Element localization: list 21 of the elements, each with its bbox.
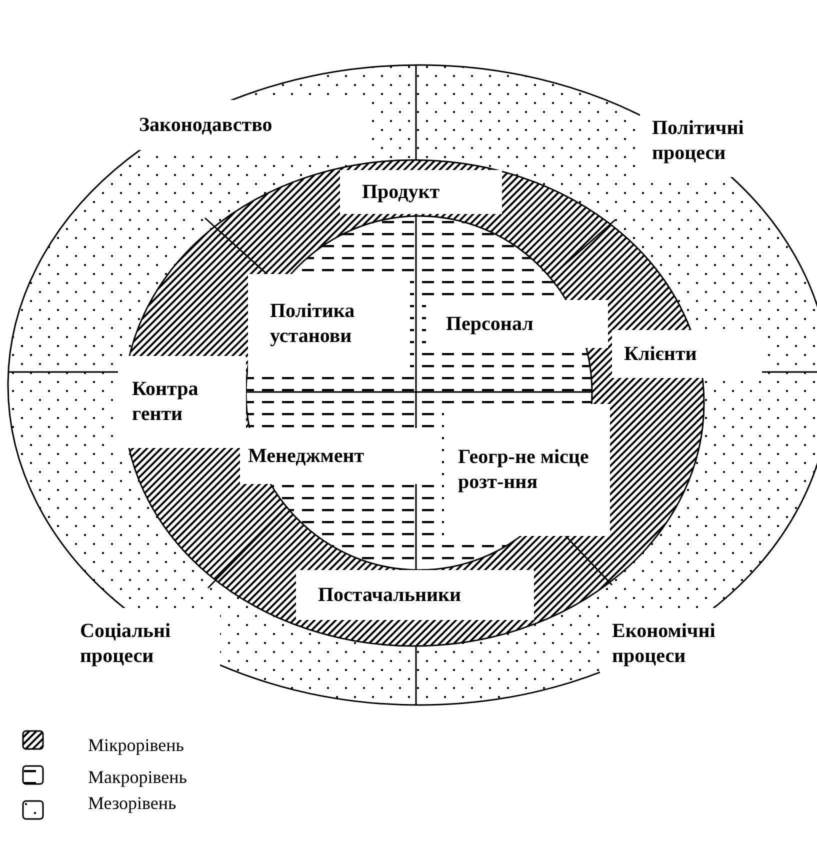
label-patch xyxy=(612,330,762,378)
node-label: Постачальники xyxy=(318,582,462,608)
node-label: Соціальні процеси xyxy=(80,619,172,669)
legend-label: Макрорівень xyxy=(88,767,187,788)
label-patch xyxy=(444,404,610,536)
node-label: Політика установи xyxy=(270,299,356,349)
label-patch xyxy=(340,170,502,214)
legend-label: Мезорівень xyxy=(88,793,176,814)
node-label: Політичні процеси xyxy=(652,116,745,166)
label-patch xyxy=(118,356,246,448)
label-patch xyxy=(296,570,534,620)
node-label: Клієнти xyxy=(624,342,697,366)
node-label: Продукт xyxy=(362,180,440,204)
node-label: Контра генти xyxy=(132,377,200,427)
node-label: Геогр-не місце розт-ння xyxy=(458,445,590,495)
node-label: Економічні процеси xyxy=(612,619,716,669)
node-label: Персонал xyxy=(446,312,534,336)
node-label: Менеджмент xyxy=(248,444,364,468)
label-patch xyxy=(248,274,410,374)
node-label: Законодавство xyxy=(139,112,272,138)
legend-label: Мікрорівень xyxy=(88,735,184,756)
